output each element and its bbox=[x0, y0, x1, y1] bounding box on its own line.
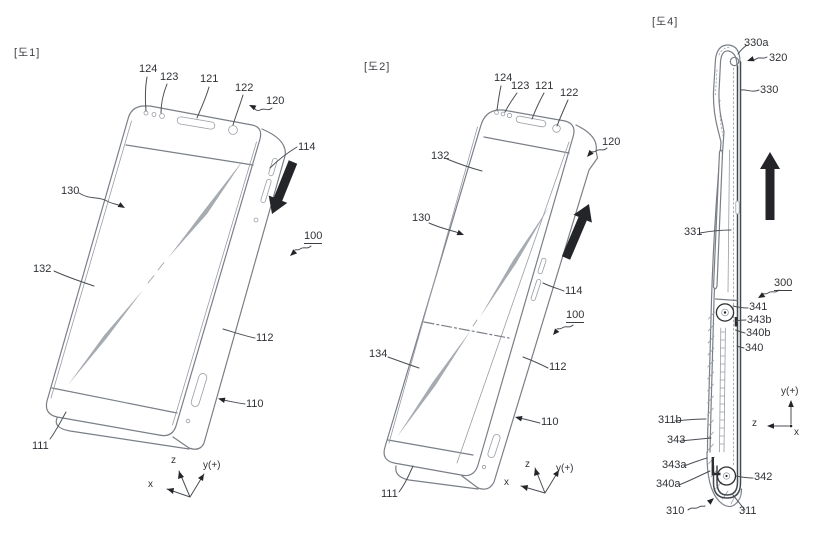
fig1-ref-123: 123 bbox=[160, 71, 179, 83]
fig4-slide-arrow bbox=[760, 152, 780, 220]
fig1-tag: [도1] bbox=[14, 47, 41, 59]
fig1-speaker-grill bbox=[185, 373, 208, 424]
fig4-ref-343b: 343b bbox=[747, 314, 772, 326]
fig2-axis-x: x bbox=[504, 477, 509, 488]
fig4-ref-343a: 343a bbox=[662, 459, 687, 471]
fig4-ref-320: 320 bbox=[769, 52, 788, 64]
fig4-hook bbox=[712, 44, 741, 143]
fig2-fold-line bbox=[423, 321, 510, 339]
fig4-axis-y: y(+) bbox=[781, 386, 799, 397]
fig2-leader-lines bbox=[387, 85, 608, 493]
fig1-ref-132: 132 bbox=[33, 263, 52, 275]
fig1-side-buttons bbox=[253, 157, 278, 223]
fig1-leader-lines bbox=[49, 76, 312, 440]
fig1-phone-outline bbox=[45, 105, 286, 450]
fig2-ref-130: 130 bbox=[412, 212, 431, 224]
fig1-earpiece-speaker bbox=[176, 116, 216, 130]
fig2-ref-134: 134 bbox=[369, 348, 388, 360]
fig4-axis-z: z bbox=[752, 418, 757, 429]
fig1-axis-x: x bbox=[148, 479, 153, 490]
fig1-ref-121: 121 bbox=[200, 73, 219, 85]
fig1-axis-y: y(+) bbox=[203, 460, 221, 471]
fig1-axes bbox=[166, 470, 205, 498]
fig1-axis-z: z bbox=[171, 455, 176, 466]
fig4-ref-311: 311 bbox=[739, 505, 757, 517]
fig2-ref-122: 122 bbox=[560, 87, 579, 99]
fig2-axis-y: y(+) bbox=[556, 463, 574, 474]
fig4-ref-340a: 340a bbox=[656, 478, 681, 490]
fig1-ref-122: 122 bbox=[235, 82, 254, 94]
fig2-ref-114: 114 bbox=[565, 285, 583, 297]
fig1-ref-114: 114 bbox=[298, 141, 316, 153]
fig4-ref-330a: 330a bbox=[744, 37, 769, 49]
fig4-ref-340: 340 bbox=[745, 342, 764, 354]
fig4-rack-rail bbox=[719, 327, 726, 453]
fig1-slide-arrow bbox=[268, 160, 298, 214]
fig4-ref-331: 331 bbox=[684, 226, 703, 238]
fig4-ref-310: 310 bbox=[666, 505, 685, 517]
fig2-tag: [도2] bbox=[364, 61, 391, 73]
fig2-phone-outline bbox=[383, 109, 599, 490]
fig2-axes bbox=[520, 467, 560, 494]
fig2-slide-arrow bbox=[561, 204, 592, 260]
fig1-camera-lens bbox=[228, 125, 238, 135]
fig2-ref-132: 132 bbox=[431, 150, 450, 162]
fig2-drawing bbox=[383, 85, 608, 494]
fig4-axes bbox=[767, 400, 794, 429]
fig2-ref-100: 100 bbox=[566, 309, 585, 323]
fig4-ref-343: 343 bbox=[667, 434, 686, 446]
fig2-ref-120: 120 bbox=[602, 136, 621, 148]
fig2-sensor-dots bbox=[494, 110, 513, 119]
fig2-screen-reflection bbox=[397, 207, 549, 437]
fig4-display-section bbox=[712, 61, 742, 499]
fig1-ref-110: 110 bbox=[246, 398, 264, 410]
fig2-ref-110: 110 bbox=[541, 416, 559, 428]
fig1-screen-reflection bbox=[68, 159, 244, 385]
fig2-ref-123: 123 bbox=[511, 80, 530, 92]
fig4-ref-330: 330 bbox=[760, 84, 779, 96]
fig1-ref-112: 112 bbox=[256, 332, 274, 344]
fig2-camera-lens bbox=[552, 124, 561, 133]
fig1-ref-124: 124 bbox=[139, 63, 158, 75]
fig4-side-key bbox=[735, 200, 740, 215]
fig2-ref-124: 124 bbox=[494, 72, 513, 84]
fig1-ref-111: 111 bbox=[32, 440, 49, 452]
fig4-tag: [도4] bbox=[652, 16, 679, 28]
fig4-ref-300: 300 bbox=[774, 277, 793, 291]
fig4-ref-341: 341 bbox=[749, 301, 768, 313]
fig1-ref-120: 120 bbox=[266, 95, 285, 107]
fig4-roller-upper bbox=[714, 298, 738, 327]
fig2-axis-z: z bbox=[525, 459, 530, 470]
fig4-ref-340b: 340b bbox=[746, 327, 771, 339]
fig4-hatching bbox=[707, 311, 742, 505]
fig4-leader-lines bbox=[674, 44, 780, 511]
fig4-ref-311b: 311b bbox=[658, 414, 682, 426]
fig4-drawing bbox=[674, 44, 794, 511]
fig1-drawing bbox=[45, 76, 312, 498]
fig2-side-buttons bbox=[530, 257, 547, 301]
fig2-ref-121: 121 bbox=[535, 80, 554, 92]
fig4-axis-x: x bbox=[794, 427, 799, 438]
fig2-ref-112: 112 bbox=[549, 361, 567, 373]
fig1-ref-100: 100 bbox=[304, 230, 323, 244]
fig4-support-blade bbox=[712, 149, 724, 290]
fig2-ref-111: 111 bbox=[381, 488, 398, 500]
fig1-ref-130: 130 bbox=[61, 185, 80, 197]
fig2-speaker-grill bbox=[481, 434, 501, 470]
fig4-ref-342: 342 bbox=[754, 471, 773, 483]
